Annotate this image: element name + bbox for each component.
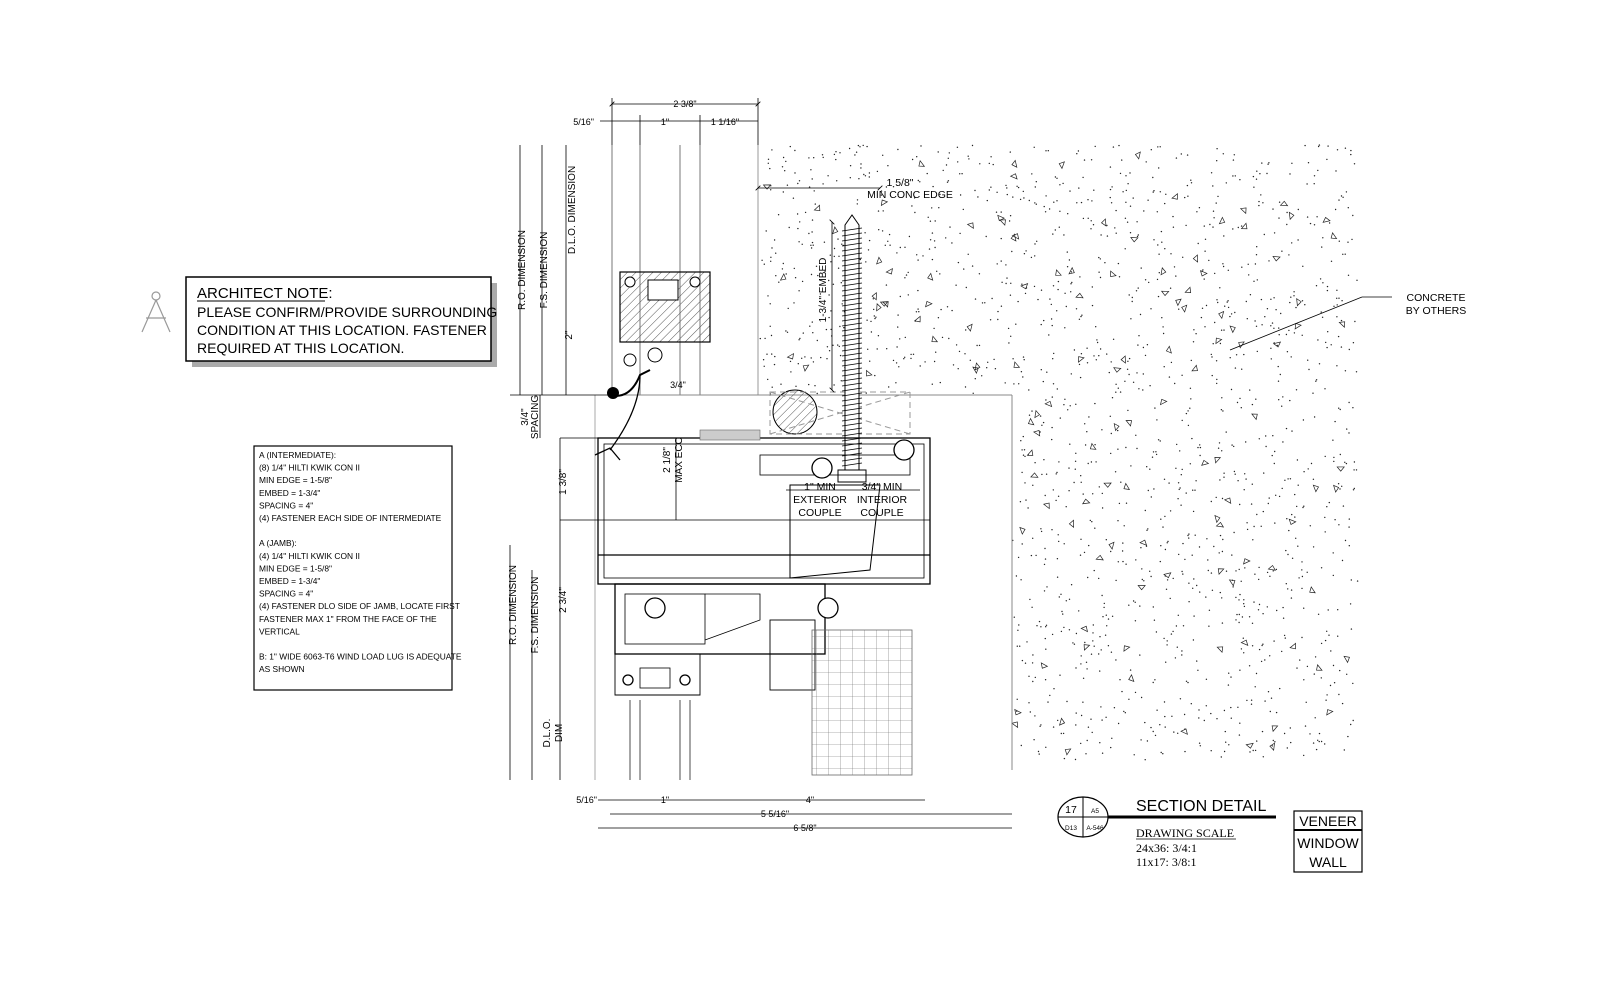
fastener-spec-line: (4) FASTENER EACH SIDE OF INTERMEDIATE	[259, 513, 442, 523]
dim-two-three-quarter: 2 3/4"	[558, 587, 569, 613]
dim-bottom-left: 5/16"	[576, 795, 597, 805]
scale-heading: DRAWING SCALE	[1136, 826, 1234, 840]
architect-note-title: ARCHITECT NOTE:	[197, 285, 333, 302]
framing-lines	[594, 145, 1013, 780]
title-block: 17 A5 D13 A-546 SECTION DETAIL DRAWING S…	[1057, 796, 1276, 869]
dim-bottom-mid: 1"	[661, 795, 669, 805]
architect-note-line-2: CONDITION AT THIS LOCATION. FASTENER	[197, 322, 487, 338]
architect-note-line-1: PLEASE CONFIRM/PROVIDE SURROUNDING	[197, 304, 497, 320]
ref-right: A-546	[1086, 825, 1104, 832]
int-couple-2: INTERIOR	[857, 494, 908, 506]
int-couple-3: COUPLE	[860, 507, 903, 519]
ref-left: D13	[1065, 825, 1077, 832]
fastener-spec-line: FASTENER MAX 1" FROM THE FACE OF THE	[259, 614, 437, 624]
fastener-spec-line: AS SHOWN	[259, 664, 305, 674]
fastener-spec-line: A (JAMB):	[259, 538, 297, 548]
system-box: VENEER WINDOW WALL	[1293, 810, 1363, 873]
fastener-spec-line: MIN EDGE = 1-5/8"	[259, 475, 332, 485]
fastener-spec-line: A (INTERMEDIATE):	[259, 450, 336, 460]
dim-fs-lower: F.S. DIMENSION	[530, 577, 541, 654]
dim-three-quarter-top: 3/4"	[670, 380, 686, 390]
fastener-spec-line: EMBED = 1-3/4"	[259, 576, 320, 586]
fastener-spec-line: (4) 1/4" HILTI KWIK CON II	[259, 551, 360, 561]
dim-dlo-upper: D.L.O. DIMENSION	[567, 166, 578, 254]
dim-fs-upper: F.S. DIMENSION	[539, 232, 550, 309]
scale-2: 11x17: 3/8:1	[1136, 855, 1197, 869]
aluminum-frame-section	[594, 374, 931, 780]
dim-bottom-overall: 6 5/8"	[793, 823, 816, 833]
system-veneer: VENEER	[1299, 813, 1357, 829]
ext-couple-1: 1" MIN	[804, 481, 836, 493]
ext-couple-3: COUPLE	[798, 507, 841, 519]
fastener-spec-line: (8) 1/4" HILTI KWIK CON II	[259, 463, 360, 473]
concrete-region	[759, 144, 1359, 761]
dim-spacing-value: 3/4"	[520, 408, 531, 426]
dimension-lines	[509, 98, 1392, 829]
title-text: SECTION DETAIL	[1136, 798, 1266, 815]
upper-glazing-pocket	[607, 271, 711, 399]
fastener-spec-line: SPACING = 4"	[259, 500, 313, 510]
architect-compass-icon	[141, 291, 171, 333]
fastener-spec-line: (4) FASTENER DLO SIDE OF JAMB, LOCATE FI…	[259, 601, 460, 611]
dim-dlo-lower-1: D.L.O.	[542, 719, 553, 748]
dim-top-right: 1 1/16"	[711, 117, 739, 127]
dim-ro-lower: R.O. DIMENSION	[508, 565, 519, 645]
fastener-spec-line: SPACING = 4"	[259, 589, 313, 599]
architect-note: ARCHITECT NOTE: PLEASE CONFIRM/PROVIDE S…	[185, 276, 497, 367]
scale-1: 24x36: 3/4:1	[1136, 841, 1197, 855]
dim-bottom-right: 4"	[806, 795, 814, 805]
fastener-spec-line: MIN EDGE = 1-5/8"	[259, 563, 332, 573]
dim-max-ecc-label: MAX ECC	[674, 437, 685, 483]
architect-note-line-3: REQUIRED AT THIS LOCATION.	[197, 340, 404, 356]
fastener-spec-line: B: 1" WIDE 6063-T6 WIND LOAD LUG IS ADEQ…	[259, 652, 462, 662]
anchor-point-icon	[607, 387, 619, 399]
blocking-grid	[811, 629, 913, 776]
dim-top-mid: 1"	[661, 117, 669, 127]
sheet-top: A5	[1091, 808, 1099, 815]
concrete-screw-anchor	[837, 214, 867, 483]
system-window: WINDOW	[1297, 835, 1359, 851]
dim-spacing-label: SPACING	[530, 395, 541, 439]
concrete-label-1: CONCRETE	[1407, 292, 1466, 304]
fastener-spec-line: EMBED = 1-3/4"	[259, 488, 320, 498]
dim-one-three-eighths: 1 3/8"	[558, 469, 569, 495]
dim-min-conc-edge-label: MIN CONC EDGE	[867, 189, 953, 201]
dim-dlo-lower-2: DIM	[554, 724, 565, 742]
detail-number: 17	[1065, 804, 1077, 816]
int-couple-1: 3/4" MIN	[862, 481, 903, 493]
dim-max-ecc-value: 2 1/8"	[662, 447, 673, 473]
fastener-spec-line: VERTICAL	[259, 626, 300, 636]
backer-rod	[769, 389, 911, 435]
fastener-spec-box: A (INTERMEDIATE): (8) 1/4" HILTI KWIK CON…	[253, 445, 462, 691]
dim-min-conc-edge-value: 1 5/8"	[886, 177, 913, 189]
dim-ro-upper: R.O. DIMENSION	[517, 230, 528, 310]
dim-two-inch: 2"	[564, 330, 575, 340]
dim-embed: 1-3/4" EMBED	[818, 258, 829, 323]
dim-top-overall: 2 3/8"	[673, 99, 696, 109]
system-wall: WALL	[1309, 854, 1347, 870]
ext-couple-2: EXTERIOR	[793, 494, 847, 506]
dim-top-left: 5/16"	[573, 117, 594, 127]
dim-bottom-five: 5 5/16"	[761, 809, 789, 819]
concrete-label-2: BY OTHERS	[1406, 305, 1467, 317]
